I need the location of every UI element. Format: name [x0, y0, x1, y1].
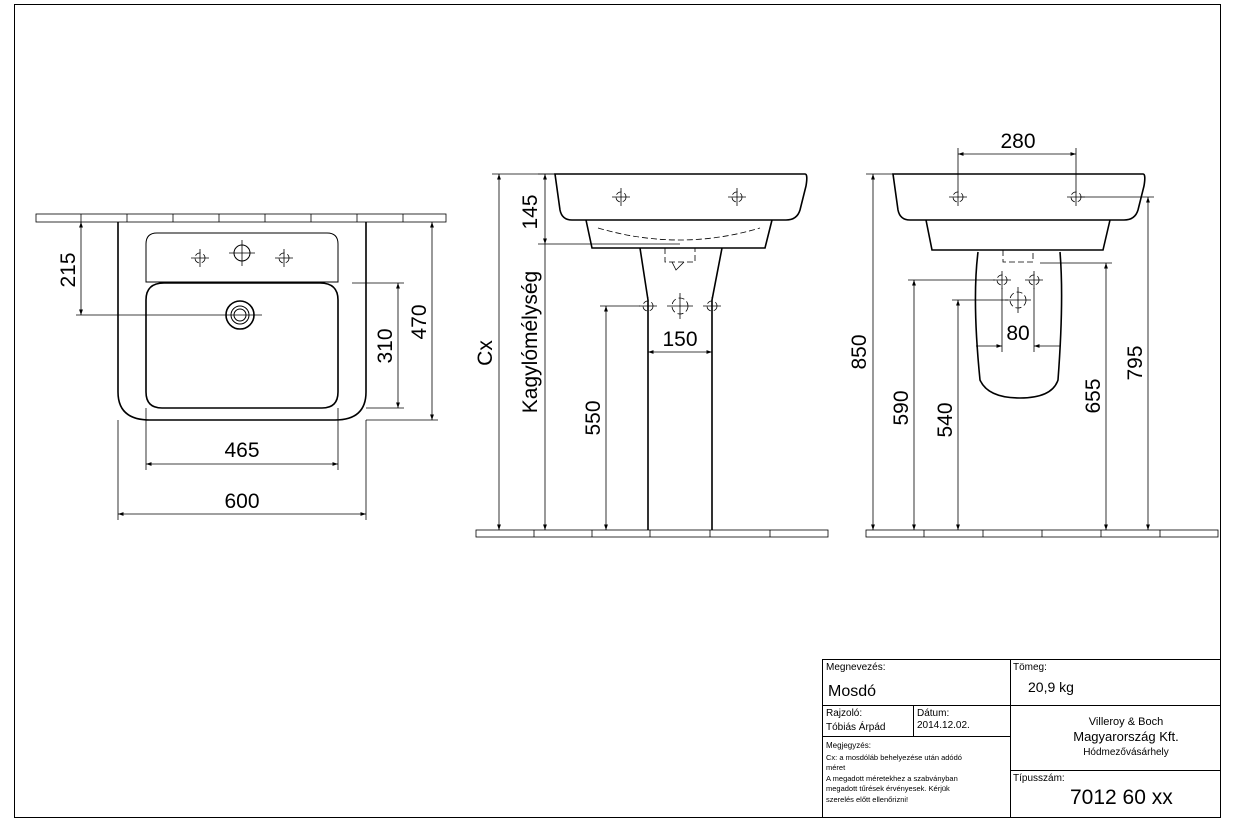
front-basin-outline [892, 173, 1146, 221]
side-tap-hole-left-icon [611, 187, 631, 207]
tap-hole-right-icon [274, 248, 294, 268]
datum-value: 2014.12.02. [917, 720, 970, 731]
half-pedestal [974, 251, 1063, 399]
dim-850: 850 [848, 334, 871, 369]
side-basin-outline [554, 173, 808, 221]
megjegyzes-line-4: megadott tűrések érvényesek. Kérjük [826, 784, 950, 793]
drawing-frame [14, 4, 1221, 818]
dim-kagylomelyseg: Kagylómélység [519, 271, 542, 413]
drain-icon [76, 300, 262, 330]
basin-deck [145, 232, 339, 283]
front-view [865, 148, 1219, 538]
title-block [384, 659, 1221, 818]
tap-hole-center-icon [229, 240, 255, 266]
front-view-floor [865, 529, 1219, 538]
dim-145: 145 [519, 194, 542, 229]
side-view-floor [475, 529, 829, 538]
top-view [35, 213, 447, 520]
company-line2: Magyarország Kft. [1073, 729, 1179, 744]
dim-465: 465 [224, 439, 259, 462]
side-basin-lower [585, 219, 773, 249]
pedestal-hole-left-icon [638, 296, 658, 316]
tomeg-value: 20,9 kg [1028, 679, 1074, 695]
pedestal [639, 247, 649, 530]
datum-label: Dátum: [917, 708, 949, 719]
dim-550: 550 [582, 400, 605, 435]
tap-hole-left-icon [190, 248, 210, 268]
pedestal-hole-center-icon [667, 293, 693, 319]
megjegyzes-label: Megjegyzés: [826, 741, 871, 750]
megjegyzes-line-3: A megadott méretekhez a szabványban [826, 774, 958, 783]
tipusszam-label: Típusszám: [1013, 773, 1065, 784]
front-hole-left-icon [992, 270, 1012, 290]
tipusszam-value: 7012 60 xx [1070, 786, 1173, 809]
dim-cx: Cx [474, 340, 497, 366]
dim-590: 590 [890, 390, 913, 425]
front-hole-right-icon [1024, 270, 1044, 290]
dim-795: 795 [1124, 345, 1147, 380]
basin-bowl [145, 282, 339, 409]
tomeg-label: Tömeg: [1013, 662, 1047, 673]
dim-80: 80 [1006, 322, 1029, 345]
dim-655: 655 [1082, 378, 1105, 413]
company-line3: Hódmezővásárhely [1083, 747, 1169, 758]
dim-215: 215 [57, 252, 80, 287]
top-view-wall [35, 213, 447, 223]
megjegyzes-line-5: szerelés előtt ellenőrizni! [826, 795, 908, 804]
dim-310: 310 [374, 328, 397, 363]
megjegyzes-line-1: Cx: a mosdóláb behelyezése után adódó [826, 753, 962, 762]
side-tap-hole-right-icon [727, 187, 747, 207]
megjegyzes-line-2: méret [826, 763, 846, 772]
dim-150: 150 [662, 328, 697, 351]
dim-470: 470 [408, 304, 431, 339]
rajzolo-label: Rajzoló: [826, 708, 862, 719]
dim-600: 600 [224, 490, 259, 513]
rajzolo-value: Tóbiás Árpád [826, 720, 885, 733]
side-view [475, 173, 829, 538]
front-hole-center-icon [1005, 287, 1031, 313]
megnevezes-value: Mosdó [828, 683, 876, 700]
company-line1: Villeroy & Boch [1089, 716, 1163, 728]
megnevezes-label: Megnevezés: [826, 662, 885, 673]
pedestal-hole-right-icon [702, 296, 722, 316]
front-tap-hole-left-icon [948, 187, 968, 207]
dim-280: 280 [1000, 130, 1035, 153]
basin-outline [117, 222, 367, 421]
dim-540: 540 [934, 402, 957, 437]
